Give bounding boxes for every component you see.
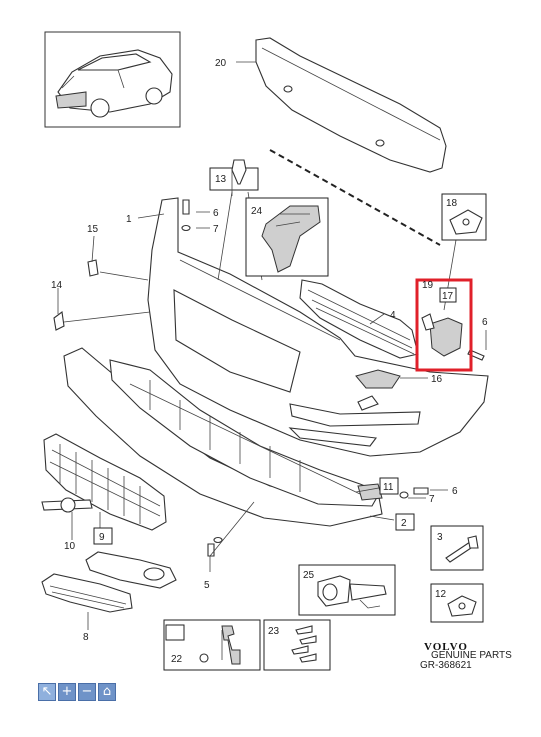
label-10: 10 [64,541,76,552]
diagram-reference: GR-368621 [420,660,472,671]
inset-3 [430,525,484,571]
label-13: 13 [215,174,227,185]
label-25: 25 [303,570,315,581]
highlight-box-17 [415,278,473,372]
label-17: 17 [442,291,454,302]
home-icon: ⌂ [102,684,112,699]
inset-13 [209,159,259,196]
label-9: 9 [99,532,105,543]
brand-block: VOLVO GENUINE PARTS GR-368621 [420,641,512,671]
inset-21 [163,619,261,671]
zoom-out-icon: − [81,684,93,699]
label-box-2 [395,513,415,531]
label-7a: 7 [213,224,219,235]
label-6c: 6 [452,486,458,497]
label-4: 4 [390,310,396,321]
brand-name: VOLVO [424,641,468,653]
inset-25 [298,564,396,616]
label-6a: 6 [213,208,219,219]
label-22: 22 [171,654,183,665]
label-2: 2 [401,518,407,529]
viewer-toolbar: ↖ + − ⌂ [38,683,116,701]
zoom-in-button[interactable]: + [58,683,76,701]
part-10-emblem [41,497,93,513]
label-23: 23 [268,626,280,637]
label-7b: 7 [429,494,435,505]
part-16-bracket [355,369,401,389]
car-overview-thumbnail [44,31,181,128]
label-11: 11 [383,482,394,493]
inset-23 [263,619,331,671]
part-1-bumper-cover [147,197,489,457]
part-20-absorber [236,37,447,246]
inset-12 [430,583,484,623]
home-button[interactable]: ⌂ [98,683,116,701]
fog-lamp-cover-upper [85,551,177,589]
pointer-button[interactable]: ↖ [38,683,56,701]
label-6b: 6 [482,317,488,328]
part-8-fog-cover [41,573,133,613]
pointer-icon: ↖ [41,684,53,699]
label-12: 12 [435,589,447,600]
label-18: 18 [446,198,458,209]
label-1: 1 [126,214,132,225]
label-20: 20 [215,58,227,69]
label-16: 16 [431,374,443,385]
part-9-grille-insert [43,433,167,531]
label-15: 15 [87,224,99,235]
label-14: 14 [51,280,63,291]
zoom-out-button[interactable]: − [78,683,96,701]
label-box-21 [165,624,185,641]
label-24: 24 [251,206,263,217]
inset-24 [245,197,329,277]
label-5: 5 [204,580,210,591]
zoom-in-icon: + [61,684,73,699]
inset-18 [441,193,487,241]
label-box-9 [93,527,113,545]
label-3: 3 [437,532,443,543]
label-19: 19 [422,280,434,291]
label-box-11 [379,477,399,495]
label-8: 8 [83,632,89,643]
hardware-parts [53,199,485,557]
brand-tagline: GENUINE PARTS [431,650,512,661]
